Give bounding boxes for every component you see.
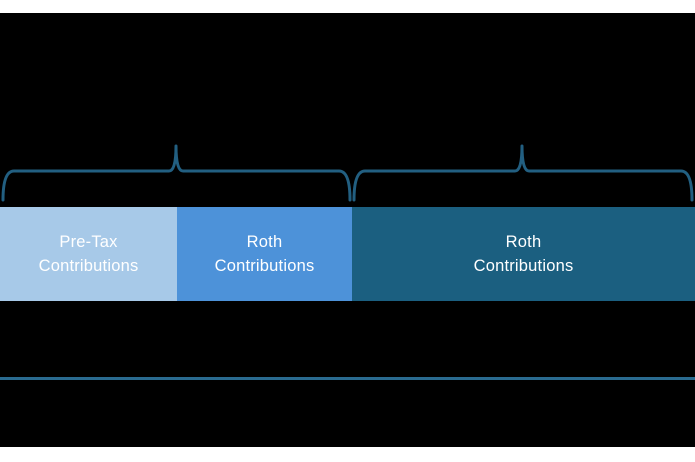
segment-roth-contributions-mid: Roth Contributions [177,207,352,301]
segment-label-line: Contributions [38,257,139,275]
segment-label-line: Roth [246,233,283,251]
horizontal-divider-line [0,377,695,380]
top-white-strip [0,0,695,13]
segment-label-line: Pre-Tax [59,233,118,251]
right-curly-brace [352,144,694,202]
bottom-white-strip [0,447,695,462]
segment-label-line: Contributions [214,257,315,275]
segment-pre-tax-contributions: Pre-Tax Contributions [0,207,177,301]
left-curly-brace [1,144,352,202]
segment-label-line: Roth [505,233,542,251]
segment-label-line: Contributions [473,257,574,275]
segment-roth-contributions-right: Roth Contributions [352,207,695,301]
contribution-bar: Pre-Tax Contributions Roth Contributions… [0,207,695,301]
